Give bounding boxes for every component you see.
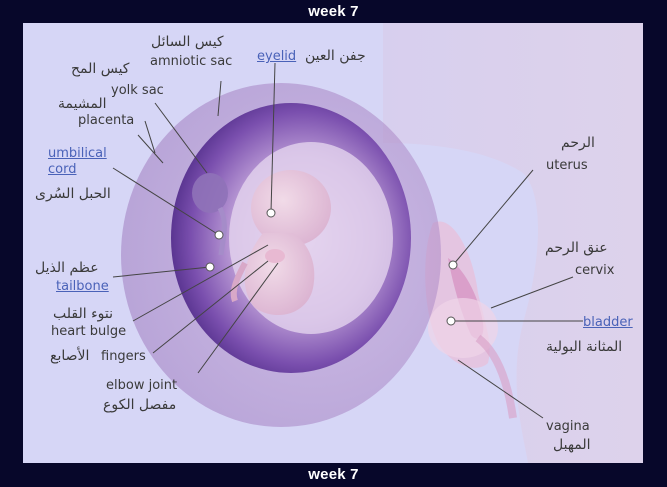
uterus-label-ar: الرحم bbox=[561, 135, 595, 151]
embryo-limb-bud bbox=[265, 249, 285, 263]
amniotic-sac-label-ar: كيس السائل bbox=[151, 34, 224, 50]
uterus-label-en: uterus bbox=[546, 158, 588, 173]
vagina-label-en: vagina bbox=[546, 419, 590, 434]
placenta-label-ar: المشيمة bbox=[58, 96, 107, 112]
embryo-body bbox=[244, 233, 315, 316]
yolk-sac-shape bbox=[192, 173, 228, 213]
eyelid-link[interactable]: eyelid bbox=[257, 49, 297, 64]
cervix-label-en: cervix bbox=[575, 263, 615, 278]
bottom-banner: week 7 bbox=[308, 466, 359, 483]
pointer-dots bbox=[205, 208, 458, 326]
vagina-label-ar: المهبل bbox=[553, 437, 591, 453]
fingers-label-ar: الأصابع bbox=[50, 348, 90, 364]
umbilical-cord-label-ar: الحبل السُرى bbox=[35, 186, 111, 202]
torso-shape bbox=[383, 23, 643, 463]
embryo-illustration bbox=[112, 23, 643, 463]
embryo-tail bbox=[230, 261, 248, 303]
yolk-sac-label-en: yolk sac bbox=[111, 83, 164, 98]
umbilical-cord-link-line2[interactable]: cord bbox=[48, 162, 77, 177]
pointer-lines bbox=[112, 62, 583, 419]
elbow-joint-label-en: elbow joint bbox=[106, 378, 178, 393]
diagram-panel: كيس السائل amniotic sac كيس المح yolk sa… bbox=[23, 23, 643, 463]
elbow-joint-label-ar: مفصل الكوع bbox=[103, 397, 177, 413]
bladder-label-ar: المثانة البولية bbox=[546, 339, 623, 355]
heart-bulge-label-en: heart bulge bbox=[51, 324, 127, 339]
fingers-label-en: fingers bbox=[101, 349, 146, 364]
bladder-link[interactable]: bladder bbox=[583, 315, 633, 330]
yolk-stalk bbox=[217, 206, 227, 256]
eyelid-label-ar: جفن العين bbox=[305, 48, 366, 64]
embryo-head bbox=[251, 170, 331, 246]
amniotic-sac-label-en: amniotic sac bbox=[150, 54, 233, 69]
top-banner: week 7 bbox=[308, 3, 359, 20]
heart-bulge-label-ar: نتوء القلب bbox=[53, 306, 114, 322]
vagina-shape bbox=[475, 334, 517, 419]
tailbone-link[interactable]: tailbone bbox=[56, 279, 109, 294]
yolk-sac-label-ar: كيس المح bbox=[71, 61, 130, 77]
umbilical-cord-link-line1[interactable]: umbilical bbox=[48, 146, 107, 161]
placenta-label-en: placenta bbox=[78, 113, 135, 128]
cervix-label-ar: عنق الرحم bbox=[545, 240, 608, 256]
tailbone-label-ar: عظم الذيل bbox=[35, 260, 99, 276]
